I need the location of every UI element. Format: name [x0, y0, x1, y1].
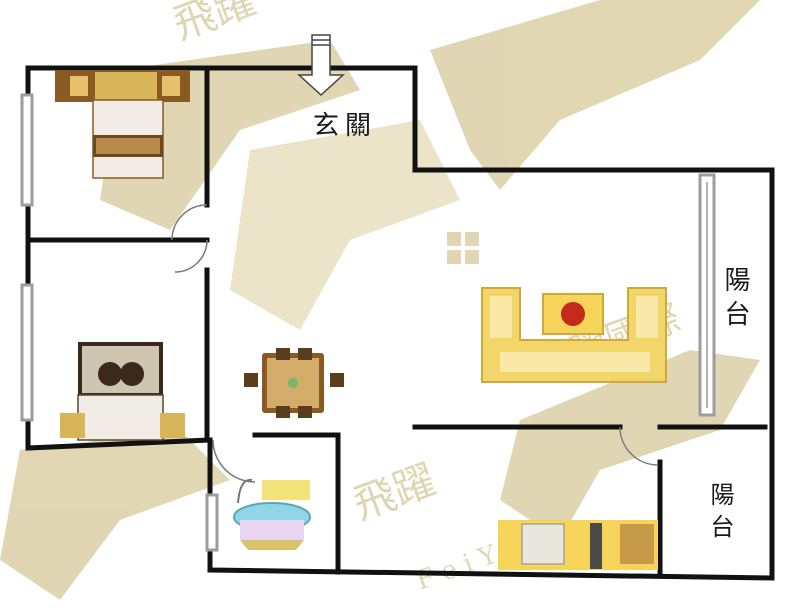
balcony-main-label: 陽台 [720, 266, 750, 334]
entrance-arrow-icon [297, 34, 345, 97]
sofa-icon [481, 287, 667, 383]
door-bedroom2 [174, 239, 208, 273]
kitchen-counter-icon [498, 520, 658, 570]
window-bath [205, 493, 219, 552]
outer-wall [25, 65, 775, 581]
walls [25, 65, 775, 581]
watermark-wing-shape [430, 0, 760, 190]
bed-icon [60, 342, 185, 441]
door-balcony [619, 426, 659, 466]
watermark-grid-icon [57, 232, 479, 552]
bed-icon [55, 70, 190, 179]
window-bedroom1 [20, 93, 34, 207]
watermark-wing-shape [230, 120, 460, 330]
window-bedroom2 [20, 283, 34, 422]
balcony-service-label: 陽台 [706, 482, 734, 546]
watermark-wing-shape [0, 430, 230, 600]
entrance-label: 玄關 [313, 111, 378, 141]
watermark-brand-cn: 飛躍 [347, 455, 443, 530]
bathtub-icon [233, 478, 311, 550]
watermark-wing-shape [500, 350, 760, 540]
door-bedroom1 [171, 204, 208, 241]
watermark-brand-cn: 飛躍 [167, 0, 263, 49]
dining-table-icon [244, 348, 344, 418]
windows [20, 93, 716, 552]
